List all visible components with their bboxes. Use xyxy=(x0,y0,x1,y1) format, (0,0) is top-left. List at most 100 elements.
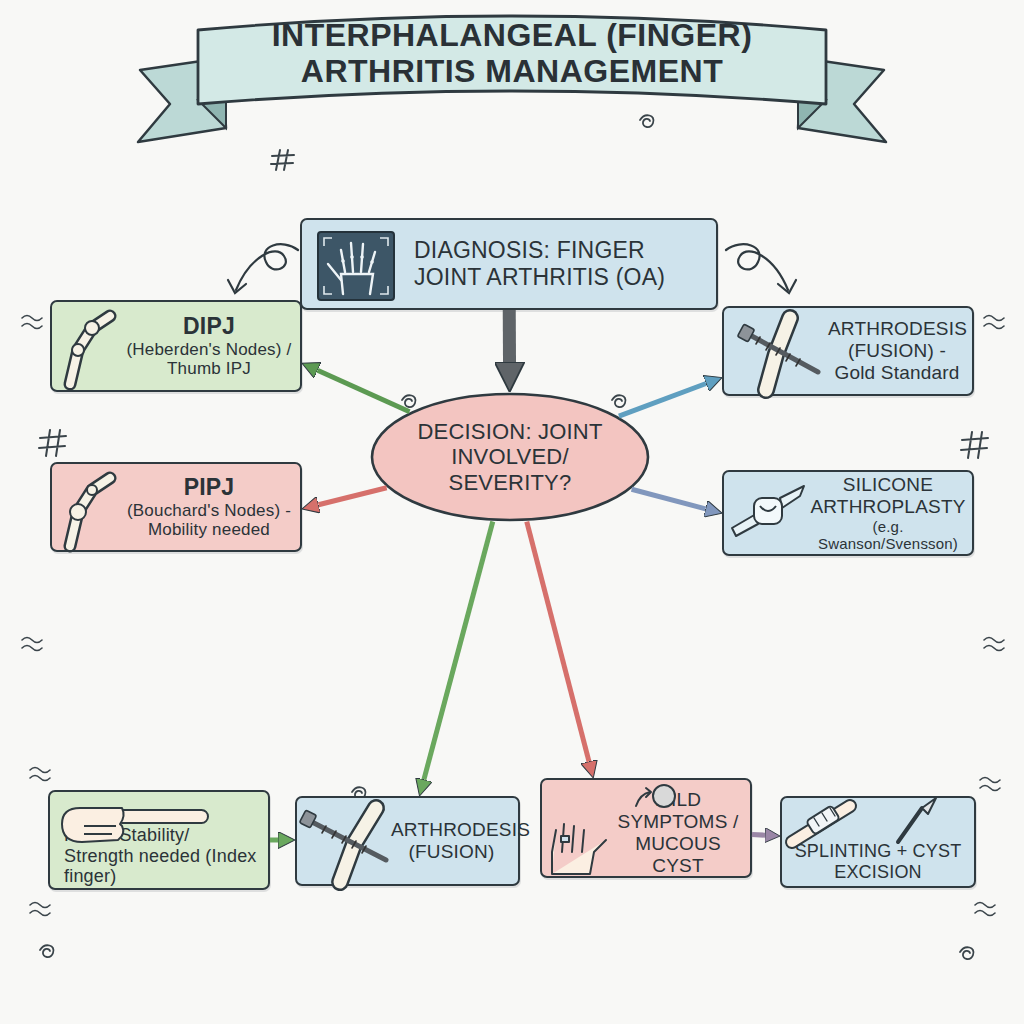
splint-scalpel-icon-part xyxy=(806,805,840,834)
doodle-curl-part xyxy=(40,945,54,957)
pointing-hand-icon xyxy=(62,808,208,842)
hand-cyst-icon-part xyxy=(646,788,651,797)
node-subtext: (Bouchard's Nodes) - Mobility needed xyxy=(124,501,294,540)
node-label: SPLINTING + CYST EXCISION xyxy=(790,841,966,883)
doodle-wave xyxy=(22,316,1004,916)
screw-fusion-icon-part xyxy=(299,810,316,828)
pointing-hand-icon-part xyxy=(116,810,208,823)
flow-arrow xyxy=(424,522,493,780)
diagram-title: INTERPHALANGEAL (FINGER) ARTHRITIS MANAG… xyxy=(222,18,802,90)
finger-bone-icon xyxy=(70,316,110,384)
silicone-implant-icon-part xyxy=(732,514,758,536)
finger-bone-icon-part xyxy=(85,321,99,335)
screw-fusion-icon-part xyxy=(756,337,800,366)
finger-bone-icon-part xyxy=(70,504,86,520)
doodle-wave-part xyxy=(30,768,50,781)
process-box: MILD SYMPTOMS / MUCOUS CYST xyxy=(540,778,752,878)
node-label: ARTHRODESIS (FUSION) - Gold Standard xyxy=(828,318,966,384)
screw-fusion-icon xyxy=(737,318,818,390)
node-label: DIPJ xyxy=(124,313,294,340)
flow-arrow xyxy=(318,488,386,505)
title-ribbon-part xyxy=(138,58,226,142)
silicone-implant-icon-part xyxy=(760,506,776,511)
hand-cyst-icon-part xyxy=(636,792,650,806)
xray-icon-part-part xyxy=(341,259,345,263)
hash-mark-part xyxy=(961,432,988,458)
doodle-wave-part xyxy=(984,316,1004,329)
splint-scalpel-icon-part xyxy=(898,808,922,842)
xray-icon-part-part xyxy=(351,243,353,272)
decision-ellipse-shape xyxy=(372,394,648,520)
finger-bone-icon-part xyxy=(70,478,110,546)
finger-bone-icon-part xyxy=(72,344,84,356)
node-label: DECISION: JOINT INVOLVED/ SEVERITY? xyxy=(404,419,616,496)
screw-fusion-icon-part xyxy=(340,808,376,882)
xray-icon-part xyxy=(341,255,374,264)
node-label: SILICONE ARTHROPLASTY xyxy=(810,474,966,518)
xray-icon-part-part xyxy=(369,252,375,272)
silicone-implant-icon-part xyxy=(780,486,804,508)
flow-arrow xyxy=(503,310,516,362)
finger-bone-icon-part xyxy=(87,485,97,495)
silicone-implant-icon xyxy=(732,486,804,536)
flow-arrow xyxy=(752,832,765,838)
finger-bone-icon-part xyxy=(70,316,110,384)
curly-arrow-part xyxy=(236,244,298,290)
process-box: PIPJ - Stability/ Strength needed (Index… xyxy=(48,790,270,890)
process-box: SILICONE ARTHROPLASTY(e.g. Swanson/Svens… xyxy=(722,470,974,556)
pointing-hand-icon-part xyxy=(84,826,116,834)
hash-mark-part xyxy=(271,150,294,170)
flow-arrow xyxy=(632,489,706,509)
process-box: SPLINTING + CYST EXCISION xyxy=(780,796,976,888)
xray-icon-part-part xyxy=(370,260,374,264)
process-box: ARTHRODESIS (FUSION) xyxy=(295,796,520,886)
title-ribbon xyxy=(138,16,886,142)
hand-cyst-icon-part xyxy=(552,824,606,874)
title-holder: INTERPHALANGEAL (FINGER) ARTHRITIS MANAG… xyxy=(222,16,802,92)
xray-icon-part-part xyxy=(360,255,364,259)
hand-cyst-icon-part xyxy=(653,785,675,807)
doodle-wave-part xyxy=(980,778,1000,791)
title-ribbon-part xyxy=(198,94,226,128)
xray-icon-part-part xyxy=(361,244,363,272)
node-label: PIPJ xyxy=(124,474,294,501)
hash-mark-part xyxy=(39,430,66,456)
pointing-hand-icon-part xyxy=(62,808,124,842)
node-subtext: (Heberden's Nodes) / Thumb IPJ xyxy=(124,340,294,379)
doodle-curl-part xyxy=(960,947,974,959)
finger-bone-icon-part xyxy=(70,478,110,546)
screw-fusion-icon xyxy=(299,808,386,882)
screw-fusion-icon-part xyxy=(312,822,386,860)
screw-fusion-icon-part xyxy=(737,324,754,342)
screw-fusion-icon-part xyxy=(766,318,790,390)
node-subtext: (e.g. Swanson/Svensson) xyxy=(810,518,966,553)
doodle-wave-part xyxy=(30,903,50,916)
finger-bone-icon xyxy=(70,478,110,546)
xray-icon xyxy=(318,232,394,300)
xray-icon-part-part xyxy=(341,274,373,294)
xray-icon-part-part xyxy=(328,264,341,280)
hand-cyst-icon-part xyxy=(561,836,569,842)
doodle-curl-part xyxy=(612,395,626,407)
screw-fusion-icon-part xyxy=(766,318,790,390)
screw-fusion-icon-part xyxy=(748,334,818,372)
flow-arrow xyxy=(270,838,278,843)
curly-arrow-part xyxy=(228,280,246,293)
title-ribbon-part xyxy=(798,94,826,128)
process-box: ARTHRODESIS (FUSION) - Gold Standard xyxy=(722,306,974,396)
splint-scalpel-icon xyxy=(792,798,936,842)
screw-fusion-icon-part xyxy=(322,826,366,853)
node-label: ARTHRODESIS (FUSION) xyxy=(391,819,512,863)
screw-fusion-icon-part xyxy=(340,808,376,882)
doodle-curl-part xyxy=(640,115,654,127)
xray-icon-part-part xyxy=(341,250,345,272)
doodle-wave-part xyxy=(22,316,42,329)
curly-arrow-part xyxy=(778,280,796,293)
hand-cyst-icon xyxy=(552,785,675,874)
decision-ellipse: DECISION: JOINT INVOLVED/ SEVERITY? xyxy=(370,392,650,522)
curly-arrow-part xyxy=(726,244,788,290)
splint-scalpel-icon-part xyxy=(922,798,936,814)
node-label: DIAGNOSIS: FINGER JOINT ARTHRITIS (OA) xyxy=(414,237,708,290)
